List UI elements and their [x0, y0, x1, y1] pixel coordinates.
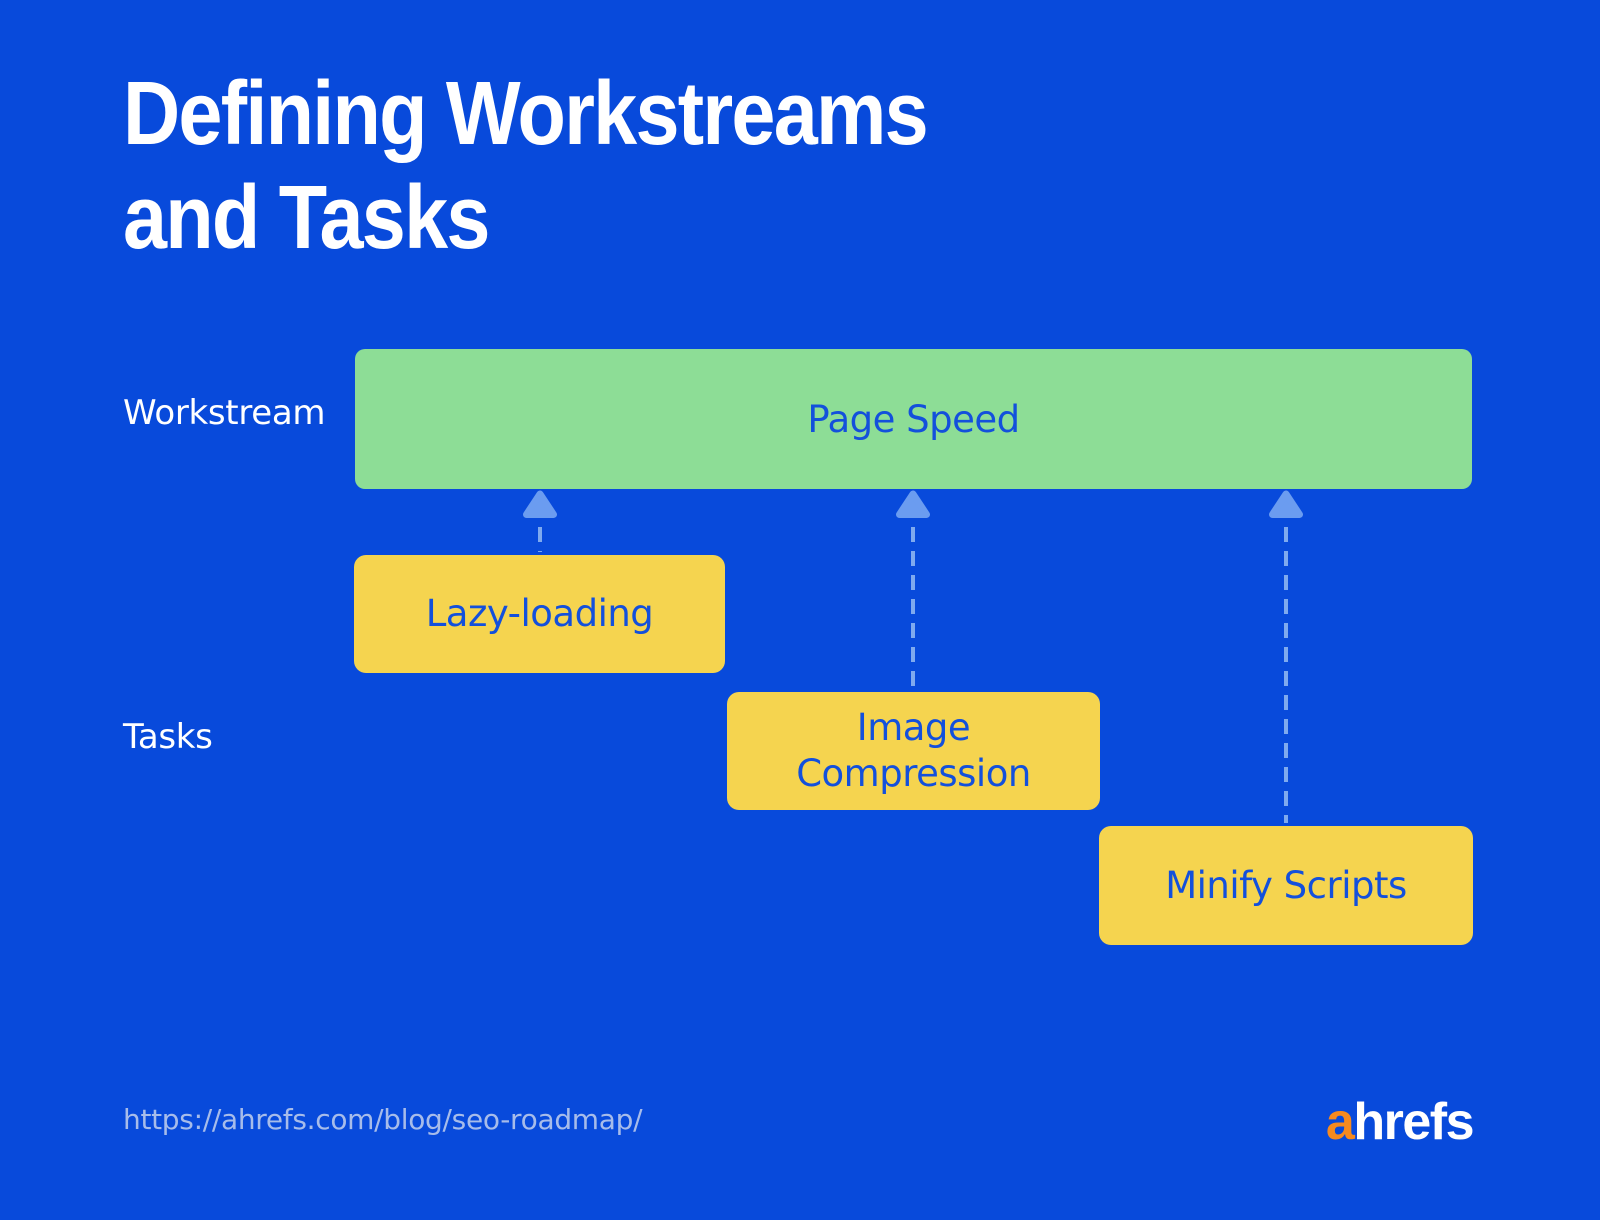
logo-letters-hrefs: hrefs	[1353, 1093, 1474, 1151]
workstream-bar-label: Page Speed	[807, 397, 1020, 441]
tasks-row-label: Tasks	[123, 717, 213, 757]
dashed-connector-line	[538, 527, 542, 552]
ahrefs-logo: ahrefs	[1325, 1092, 1475, 1152]
workstream-row-label: Workstream	[123, 393, 326, 433]
logo-letter-a: a	[1325, 1093, 1355, 1151]
task-box-label: Lazy-loading	[425, 592, 654, 635]
task-box-lazy-loading: Lazy-loading	[354, 555, 725, 673]
arrow-up-icon	[522, 489, 558, 519]
task-box-image-compression: Image Compression	[727, 692, 1100, 810]
task-box-label: Minify Scripts	[1165, 863, 1407, 907]
dashed-connector-line	[1284, 527, 1288, 823]
source-url: https://ahrefs.com/blog/seo-roadmap/	[123, 1103, 643, 1136]
task-box-label: Image Compression	[796, 706, 1031, 795]
page-title: Defining Workstreams and Tasks	[123, 64, 929, 268]
workstream-bar: Page Speed	[355, 349, 1472, 489]
task-box-minify-scripts: Minify Scripts	[1099, 826, 1473, 945]
dashed-connector-line	[911, 527, 915, 689]
arrow-up-icon	[895, 489, 931, 519]
arrow-up-icon	[1268, 489, 1304, 519]
